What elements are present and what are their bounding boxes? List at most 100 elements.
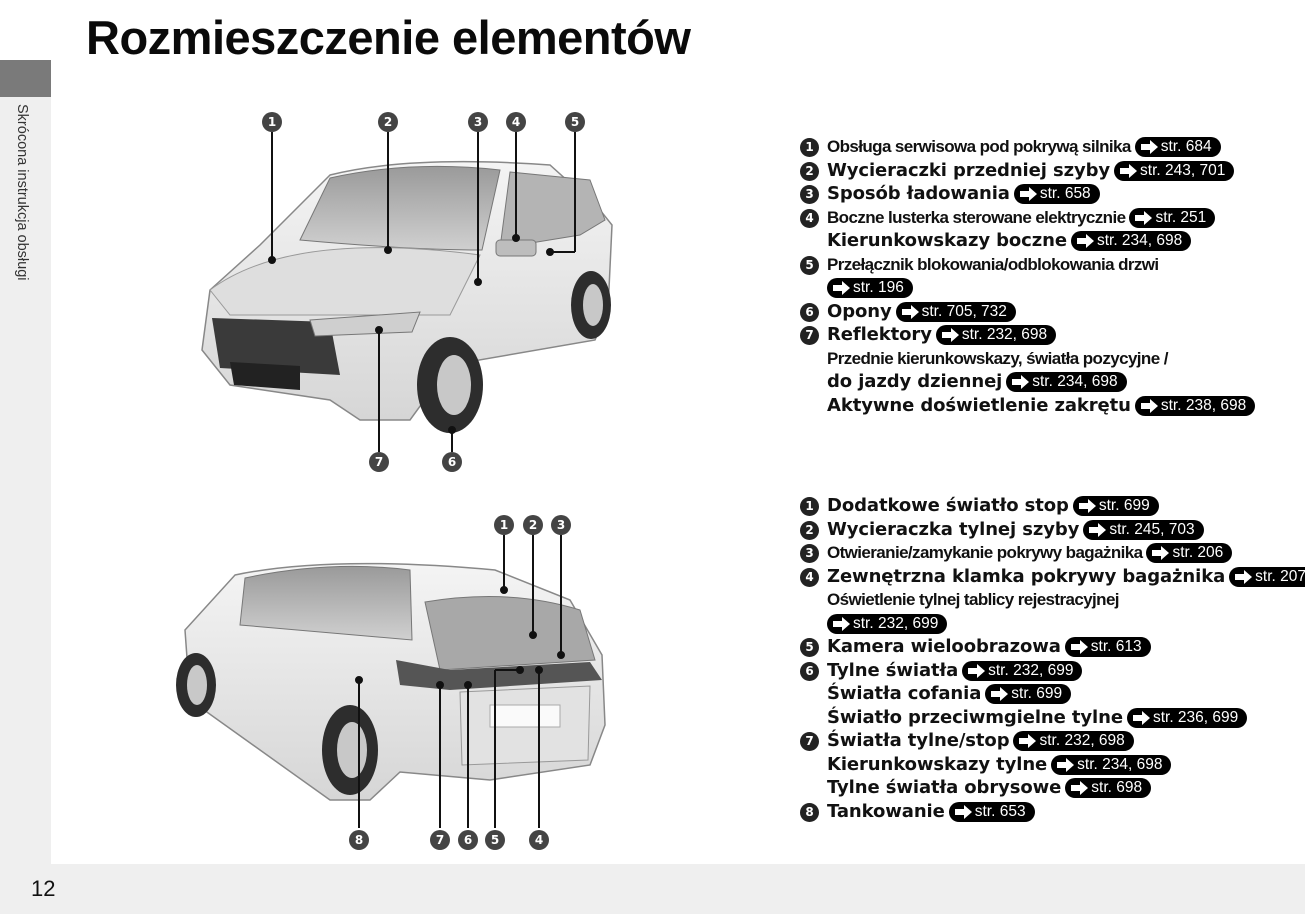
item-number-badge: 4	[800, 208, 819, 228]
page-reference-link[interactable]: str. 613	[1064, 637, 1151, 657]
svg-text:6: 6	[464, 833, 472, 847]
item-number-badge: 3	[800, 185, 819, 204]
item-label: Sposób ładowania	[827, 183, 1010, 204]
svg-text:3: 3	[557, 518, 565, 532]
page-reference-text: str. 243, 701	[1140, 161, 1226, 179]
arrow-right-icon	[968, 663, 986, 678]
arrow-right-icon	[941, 328, 959, 342]
item-number-badge: 6	[800, 661, 819, 681]
arrow-right-icon	[1132, 710, 1150, 725]
page-reference-link[interactable]: str. 234, 698	[1006, 372, 1127, 392]
svg-text:3: 3	[474, 115, 482, 129]
item-label: Tylne światła obrysowe	[827, 777, 1062, 798]
item-label: Dodatkowe światło stop	[827, 495, 1069, 516]
arrow-right-icon	[1140, 398, 1158, 413]
svg-text:1: 1	[500, 518, 508, 532]
page-reference-link[interactable]: str. 245, 703	[1083, 519, 1204, 540]
arrow-right-icon	[1071, 781, 1089, 795]
page-reference-text: str. 238, 698	[1160, 396, 1247, 414]
list-item: Przednie kierunkowskazy, światła pozycyj…	[800, 347, 1255, 371]
arrow-right-icon	[991, 687, 1009, 701]
arrow-right-icon	[1135, 210, 1153, 225]
page-reference-text: str. 196	[853, 279, 904, 296]
list-item: str. 232, 699	[800, 612, 1305, 636]
svg-text:5: 5	[491, 833, 499, 847]
list-item: str. 196	[800, 276, 1255, 300]
item-label: Tylne światła	[827, 659, 959, 681]
page-reference-link[interactable]: str. 232, 699	[827, 613, 948, 634]
page-reference-text: str. 207	[1255, 567, 1305, 585]
page-reference-link[interactable]: str. 251	[1129, 207, 1216, 228]
item-number-badge: 2	[800, 520, 819, 540]
page-reference-text: str. 232, 699	[853, 614, 939, 632]
item-number-badge: 5	[800, 638, 819, 657]
svg-text:7: 7	[375, 455, 383, 469]
rear-callout-6: 6	[458, 830, 478, 850]
item-label: Zewnętrzna klamka pokrywy bagażnika	[827, 565, 1226, 587]
page-reference-link[interactable]: str. 684	[1134, 137, 1221, 157]
page-reference-text: str. 684	[1160, 138, 1212, 155]
page-reference-text: str. 653	[974, 802, 1026, 820]
item-number-badge: 1	[800, 497, 819, 516]
page-reference-link[interactable]: str. 207	[1229, 566, 1305, 587]
item-label: Boczne lusterka sterowane elektrycznie	[827, 207, 1126, 227]
page-reference-link[interactable]: str. 206	[1146, 543, 1233, 563]
page-reference-link[interactable]: str. 705, 732	[895, 301, 1016, 322]
list-item: 4 Boczne lusterka sterowane elektrycznie s…	[800, 206, 1255, 230]
page-reference-link[interactable]: str. 232, 699	[962, 660, 1083, 681]
arrow-right-icon	[1120, 163, 1138, 178]
page-reference-text: str. 234, 698	[1096, 232, 1183, 249]
item-label: Otwieranie/zamykanie pokrywy bagażnika	[827, 543, 1143, 562]
page-reference-text: str. 206	[1172, 544, 1224, 561]
arrow-right-icon	[833, 616, 850, 631]
page-number: 12	[31, 876, 56, 901]
arrow-right-icon	[1019, 187, 1037, 201]
list-item: Oświetlenie tylnej tablicy rejestracyjne…	[800, 588, 1305, 612]
svg-text:6: 6	[448, 455, 456, 469]
page-reference-link[interactable]: str. 653	[948, 801, 1035, 822]
page-reference-link[interactable]: str. 236, 699	[1126, 707, 1248, 728]
page-reference-link[interactable]: str. 699	[985, 684, 1072, 704]
arrow-right-icon	[1012, 375, 1030, 389]
item-label: Wycieraczki przedniej szyby	[827, 159, 1111, 181]
item-label: Kamera wieloobrazowa	[827, 636, 1061, 657]
rear-callout-5: 5	[485, 830, 505, 850]
svg-text:2: 2	[384, 115, 392, 129]
rear-car-drawing	[176, 562, 606, 801]
page-reference-link[interactable]: str. 234, 698	[1051, 754, 1172, 775]
page-reference-link[interactable]: str. 699	[1072, 496, 1159, 516]
arrow-right-icon	[1019, 734, 1037, 748]
item-label: Tankowanie	[827, 800, 945, 822]
page-reference-link[interactable]: str. 238, 698	[1134, 395, 1256, 416]
section-tab	[0, 60, 51, 97]
page-reference-link[interactable]: str. 232, 698	[1013, 731, 1134, 751]
page-reference-link[interactable]: str. 234, 698	[1070, 231, 1192, 251]
page-reference-link[interactable]: str. 698	[1065, 778, 1152, 798]
item-number-badge: 5	[800, 255, 819, 275]
item-number-badge: 7	[800, 732, 819, 751]
car-illustrations: 1 2 3 4 5 6 7 1 2 3 4 5 6 7 8	[176, 112, 613, 850]
page-reference-link[interactable]: str. 658	[1013, 184, 1100, 204]
front-callout-2: 2	[378, 112, 398, 132]
page-reference-link[interactable]: str. 232, 698	[935, 325, 1057, 345]
front-callout-7: 7	[369, 452, 389, 472]
svg-text:4: 4	[535, 833, 543, 847]
page-reference-text: str. 251	[1155, 208, 1207, 226]
page-reference-text: str. 232, 698	[1039, 732, 1125, 749]
rear-callout-3: 3	[551, 515, 571, 535]
page-reference-text: str. 705, 732	[921, 302, 1007, 320]
page-reference-link[interactable]: str. 196	[827, 278, 913, 298]
page-reference-link[interactable]: str. 243, 701	[1114, 160, 1235, 181]
item-label: Przełącznik blokowania/odblokowania drzw…	[827, 254, 1159, 274]
side-strip	[0, 97, 51, 914]
